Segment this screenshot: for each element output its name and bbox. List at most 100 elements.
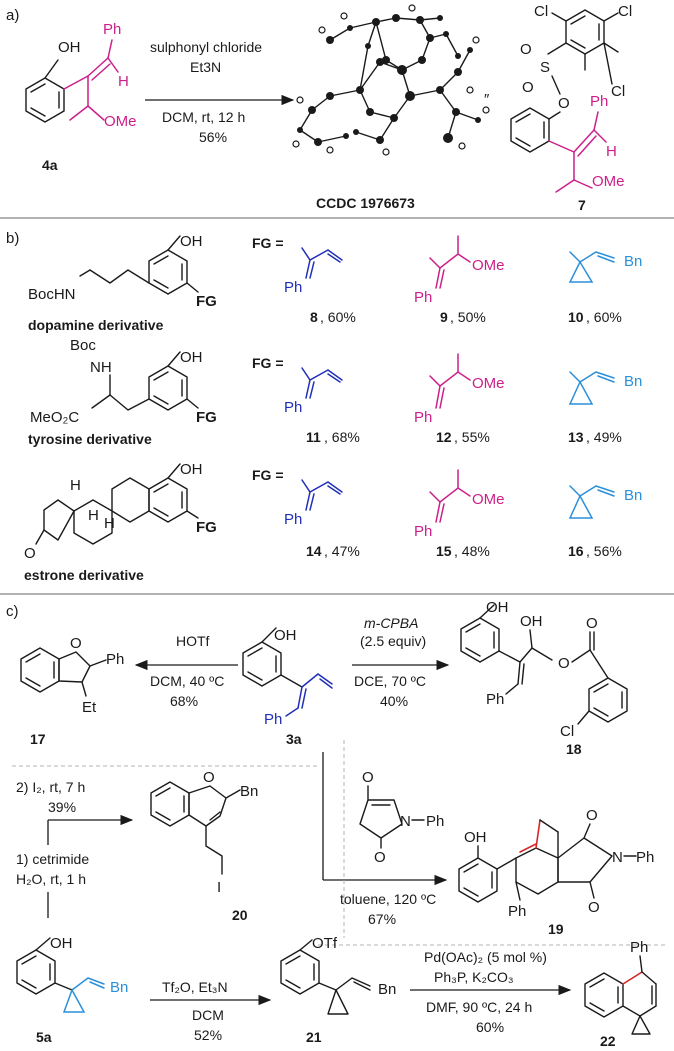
ph-label: Ph xyxy=(486,691,504,708)
n-label: N xyxy=(612,849,623,866)
condition-step1b: H₂O, rt, 1 h xyxy=(16,871,86,887)
reaction-to-17: HOTf DCM, 40 ºC 68% xyxy=(134,633,238,709)
condition-yield: 68% xyxy=(170,693,198,709)
compound-number: 12 xyxy=(436,429,452,445)
bn-label: Bn xyxy=(624,373,642,390)
compound-3a: OH Ph 3a xyxy=(242,627,333,747)
reaction-to-20: 2) I₂, rt, 7 h 39% 1) cetrimide H₂O, rt,… xyxy=(16,779,134,918)
cl-label: Cl xyxy=(560,723,574,740)
crystal-structure: CCDC 1976673 xyxy=(292,4,490,211)
product-yield: , 47% xyxy=(324,543,360,559)
ph-label: Ph xyxy=(426,813,444,830)
condition-yield: 39% xyxy=(48,799,76,815)
compound-7: Cl Cl Cl S O O O Ph H OMe 7 xyxy=(510,3,632,213)
condition-acid: HOTf xyxy=(176,633,210,649)
compound-number: 10 xyxy=(568,309,584,325)
panel-b-label: b) xyxy=(6,230,19,247)
ph-label: Ph xyxy=(414,409,432,426)
o-label: O xyxy=(558,655,570,672)
ph-label: Ph xyxy=(103,21,121,38)
compound-number: 9 xyxy=(440,309,448,325)
product-yield: , 60% xyxy=(320,309,356,325)
product-yield: , 48% xyxy=(454,543,490,559)
otf-label: OTf xyxy=(312,935,338,952)
i-label: I xyxy=(217,879,221,896)
compound-number-19: 19 xyxy=(548,921,564,937)
ome-label: OMe xyxy=(472,375,505,392)
reaction-to-21: Tf₂O, Et₃N DCM 52% xyxy=(150,979,272,1043)
bn-label: Bn xyxy=(240,783,258,800)
compound-number-7: 7 xyxy=(578,197,586,213)
meo2c-label: MeO₂C xyxy=(30,409,79,426)
condition-solvent: DCM, rt, 12 h xyxy=(162,109,245,125)
oh-label: OH xyxy=(180,461,203,478)
approx-symbol: ″ xyxy=(484,91,490,108)
ph-label: Ph xyxy=(284,279,302,296)
condition-solvent: DCM xyxy=(192,1007,224,1023)
o-label: O xyxy=(70,635,82,652)
fg-diene: Ph 14 , 47% xyxy=(284,479,360,559)
condition-catalyst: Pd(OAc)₂ (5 mol %) xyxy=(424,949,547,965)
fg-diene: Ph 8 , 60% xyxy=(284,247,356,325)
ph-label: Ph xyxy=(264,711,282,728)
compound-18: OH OH O O Cl Ph 18 xyxy=(460,599,628,757)
compound-19: OH O O N Ph Ph 19 xyxy=(458,807,654,937)
fg-methoxy: OMe Ph 9 , 50% xyxy=(414,235,505,325)
ph-label: Ph xyxy=(284,399,302,416)
fg-cyclopropyl: Bn 10 , 60% xyxy=(568,251,642,325)
oh-label: OH xyxy=(50,935,73,952)
ome-label: OMe xyxy=(472,491,505,508)
bn-label: Bn xyxy=(378,981,396,998)
oh-label: OH xyxy=(180,233,203,250)
fg-equals: FG = xyxy=(252,467,284,483)
compound-20: O Bn I 20 xyxy=(150,769,258,923)
ph-label: Ph xyxy=(414,523,432,540)
compound-number: 16 xyxy=(568,543,584,559)
condition-yield: 52% xyxy=(194,1027,222,1043)
panel-a-label: a) xyxy=(6,7,19,24)
condition-oxidant: m-CPBA xyxy=(364,615,418,631)
condition-step1: 1) cetrimide xyxy=(16,851,89,867)
ph-label: Ph xyxy=(630,939,648,956)
fg-label: FG xyxy=(196,409,217,426)
ome-label: OMe xyxy=(472,257,505,274)
product-yield: , 56% xyxy=(586,543,622,559)
bn-label: Bn xyxy=(110,979,128,996)
s-label: S xyxy=(540,59,550,76)
fg-label: FG xyxy=(196,519,217,536)
reaction-to-18: m-CPBA (2.5 equiv) DCE, 70 ºC 40% xyxy=(352,615,450,709)
compound-number-3a: 3a xyxy=(286,731,302,747)
o-label: O xyxy=(362,769,374,786)
estrone-scaffold: OH FG O H H H estrone derivative xyxy=(24,461,217,583)
o-label: O xyxy=(24,545,36,562)
condition-yield: 60% xyxy=(476,1019,504,1035)
bn-label: Bn xyxy=(624,487,642,504)
compound-number: 13 xyxy=(568,429,584,445)
fg-cyclopropyl: Bn 13 , 49% xyxy=(568,371,642,445)
o-label: O xyxy=(203,769,215,786)
cl-label: Cl xyxy=(611,83,625,100)
compound-number-22: 22 xyxy=(600,1033,616,1049)
fg-methoxy: OMe Ph 15 , 48% xyxy=(414,469,505,559)
oh-label: OH xyxy=(520,613,543,630)
h-label: H xyxy=(88,507,99,524)
compound-number-18: 18 xyxy=(566,741,582,757)
compound-22: Ph 22 xyxy=(584,939,657,1049)
tyrosine-scaffold: OH FG Boc NH MeO₂C tyrosine derivative xyxy=(28,337,217,447)
ph-label: Ph xyxy=(636,849,654,866)
nh-label: NH xyxy=(90,359,112,376)
maleimide: O O N Ph xyxy=(359,769,444,866)
ph-label: Ph xyxy=(508,903,526,920)
oh-label: OH xyxy=(180,349,203,366)
compound-5a: OH Bn 5a xyxy=(16,935,128,1045)
reaction-arrow-a: sulphonyl chloride Et3N DCM, rt, 12 h 56… xyxy=(145,39,295,145)
o-label: O xyxy=(588,899,600,916)
condition-solvent: toluene, 120 ºC xyxy=(340,891,436,907)
h-label: H xyxy=(104,515,115,532)
h-label: H xyxy=(606,143,617,160)
product-yield: , 60% xyxy=(586,309,622,325)
o-label: O xyxy=(586,615,598,632)
condition-step2: 2) I₂, rt, 7 h xyxy=(16,779,85,795)
ph-label: Ph xyxy=(284,511,302,528)
n-label: N xyxy=(400,813,411,830)
